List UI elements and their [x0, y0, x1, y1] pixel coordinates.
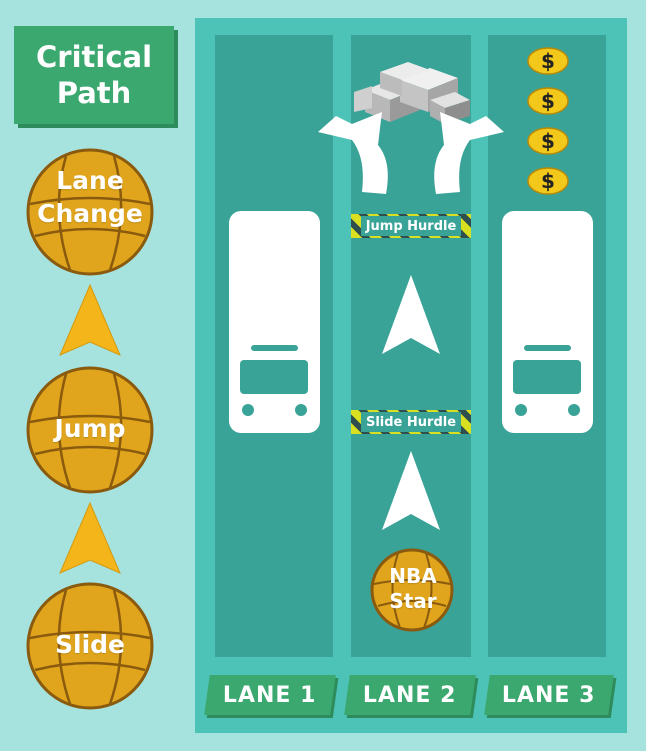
arrow-up-icon-slide-to-jump: [59, 501, 121, 574]
svg-text:$: $: [541, 169, 555, 193]
barricade-blocks-icon: [354, 62, 470, 124]
arrow-right-lane-change-icon: [434, 112, 504, 194]
coin-icon: $: [527, 127, 569, 155]
title-banner: Critical Path: [14, 26, 174, 124]
svg-text:$: $: [541, 49, 555, 73]
svg-text:$: $: [541, 89, 555, 113]
basketball-icon-slide: [26, 582, 154, 710]
arrow-up-icon-to-slide-hurdle: [382, 451, 440, 530]
arrow-up-icon-jump-to-lane-change: [59, 283, 121, 356]
svg-text:$: $: [541, 129, 555, 153]
slide-hurdle: Slide Hurdle: [351, 410, 471, 434]
arrow-left-lane-change-icon: [318, 112, 388, 194]
bus-icon-lane-3: [502, 211, 593, 433]
coin-icon: $: [527, 87, 569, 115]
coin-icon: $: [527, 47, 569, 75]
jump-hurdle-label: Jump Hurdle: [361, 216, 461, 236]
basketball-icon-player: [370, 548, 454, 632]
step-slide-label: Slide: [55, 630, 125, 659]
title-text: Critical Path: [35, 40, 153, 110]
slide-hurdle-label: Slide Hurdle: [361, 412, 461, 432]
step-jump-label: Jump: [54, 414, 126, 443]
arrow-up-icon-to-jump-hurdle: [382, 275, 440, 354]
step-lane-change-label: Lane Change: [37, 166, 143, 228]
player-label: NBA Star: [389, 564, 437, 613]
basketball-icon-jump: [26, 366, 154, 494]
basketball-icon-lane-change: [26, 148, 154, 276]
bus-icon-lane-1: [229, 211, 320, 433]
jump-hurdle: Jump Hurdle: [351, 214, 471, 238]
coin-icon: $: [527, 167, 569, 195]
